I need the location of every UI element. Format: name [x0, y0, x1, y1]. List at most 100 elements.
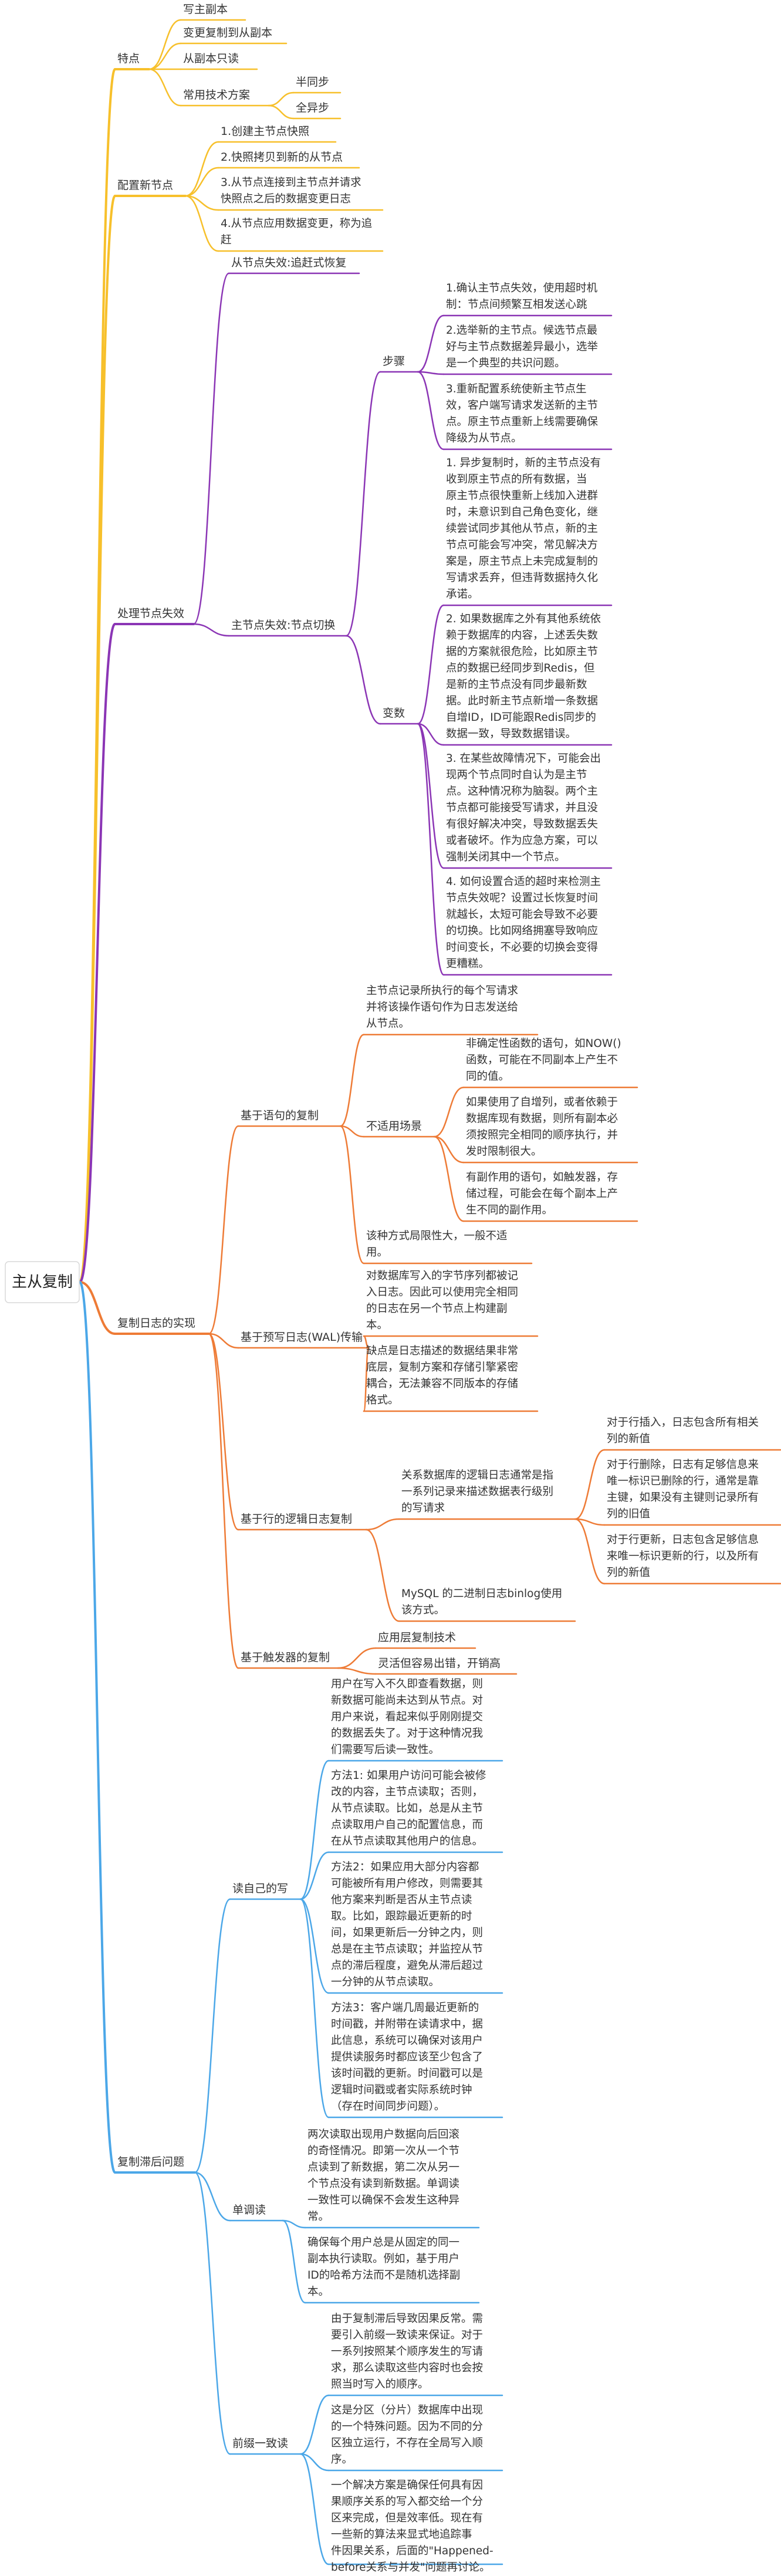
connector-v2 — [417, 723, 445, 746]
node-bs1[interactable]: 非确定性函数的语句，如NOW() 函数，可能在不同副本上产生不 同的值。 — [466, 1038, 621, 1083]
root-node-box — [5, 1261, 80, 1303]
connector-v1 — [417, 604, 445, 725]
node-t-changyong[interactable]: 常用技术方案 — [183, 89, 251, 101]
node-hang-mysql[interactable]: MySQL 的二进制日志binlog使用 该方式。 — [401, 1588, 563, 1616]
connector-bs2 — [433, 1136, 465, 1164]
node-t-congfuben[interactable]: 从副本只读 — [183, 52, 239, 65]
node-duzi[interactable]: 读自己的写 — [232, 1882, 289, 1895]
connector-yj_bushiyong — [339, 1125, 365, 1138]
connector-buzhou — [345, 371, 381, 637]
connector-p4 — [184, 195, 219, 252]
node-root[interactable]: 主从复制 — [11, 1273, 73, 1291]
node-t-quanyibu[interactable]: 全异步 — [296, 101, 330, 114]
node-v3[interactable]: 3. 在某些故障情况下，可能会出 现两个节点同时自认为是主节 点。这种情况称为脑… — [446, 753, 601, 863]
node-dd-fix[interactable]: 确保每个用户总是从固定的同一 副本执行读取。例如，基于用户 ID的哈希方法而不是… — [307, 2236, 461, 2298]
connector-c_cong — [192, 272, 230, 625]
node-p4[interactable]: 4.从节点应用数据变更，称为追 赶 — [221, 218, 373, 246]
node-hang-desc[interactable]: 关系数据库的逻辑日志通常是指 一系列记录来描述数据表行级别 的写请求 — [401, 1469, 554, 1514]
node-chuli[interactable]: 处理节点失效 — [117, 607, 185, 620]
node-dd-desc[interactable]: 两次读取出现用户数据向后回滚 的奇怪情况。即第一次从一个节 点读到了新数据，第二… — [307, 2128, 460, 2223]
node-v4[interactable]: 4. 如何设置合适的超时来检测主 节点失效呢？设置过长恢复时间 就越长，太短可能… — [446, 876, 601, 970]
connector-qz_desc — [299, 2394, 330, 2455]
connector-dandiao — [194, 2171, 231, 2222]
connector-v3 — [417, 723, 445, 869]
node-bianshu[interactable]: 变数 — [383, 707, 405, 720]
node-t-xiezhuben[interactable]: 写主副本 — [183, 3, 228, 16]
connector-dz3 — [299, 1898, 330, 2119]
connector-hang — [208, 1333, 239, 1531]
connector-hang1 — [574, 1449, 606, 1520]
connector-hang2 — [574, 1518, 606, 1526]
connector-dd_desc — [282, 2219, 306, 2229]
node-qz2[interactable]: 一个解决方案是确保任何具有因 果顺序关系的写入都交给一个分 区来完成，但是效率低… — [331, 2479, 493, 2574]
node-v1[interactable]: 1. 异步复制时，新的主节点没有 收到原主节点的所有数据，当 原主节点很快重新上… — [446, 457, 601, 601]
node-zhihou[interactable]: 复制滞后问题 — [117, 2155, 185, 2168]
node-v2[interactable]: 2. 如果数据库之外有其他系统依 赖于数据库的内容，上述丢失数 据的方案就很危险… — [446, 613, 601, 740]
node-b3[interactable]: 3.重新配置系统使新主节点生 效，客户端写请求发送新的主节 点。原主节点重新上线… — [446, 383, 599, 445]
node-c-cong[interactable]: 从节点失效:追赶式恢复 — [231, 256, 347, 269]
node-bs3[interactable]: 有副作用的语句，如触发器，存 储过程，可能会在每个副本上产 生不同的副作用。 — [466, 1171, 618, 1216]
connector-b3 — [417, 371, 445, 450]
connector-hang_mysql — [365, 1528, 400, 1622]
connector-bianshu — [345, 635, 381, 725]
connector-cf1 — [337, 1647, 377, 1669]
connector-qz2 — [299, 2453, 330, 2565]
node-wal1[interactable]: 对数据库写入的字节序列都被记 入日志。因此可以使用完全相同 的日志在另一个节点上… — [366, 1270, 519, 1331]
node-chufa[interactable]: 基于触发器的复制 — [241, 1651, 330, 1664]
connector-chuli — [79, 623, 116, 1283]
connector-b1 — [417, 314, 445, 373]
node-cf2[interactable]: 灵活但容易出错，开销高 — [378, 1657, 501, 1670]
node-wal[interactable]: 基于预写日志(WAL)传输 — [241, 1331, 363, 1344]
node-t-bantongbu[interactable]: 半同步 — [296, 76, 330, 89]
connector-p3 — [184, 195, 219, 211]
node-p2[interactable]: 2.快照拷贝到新的从节点 — [221, 151, 343, 164]
node-tedian[interactable]: 特点 — [117, 52, 140, 65]
connector-t_xiezhuben — [148, 19, 182, 70]
node-b1[interactable]: 1.确认主节点失效，使用超时机 制：节点间频繁互相发送心跳 — [446, 282, 598, 311]
connector-yuju — [208, 1125, 239, 1335]
connector-hang_desc — [365, 1518, 400, 1531]
connector-dz2 — [299, 1898, 330, 1994]
connector-qianzhui — [194, 2171, 231, 2455]
node-yj-jushan[interactable]: 该种方式局限性大，一般不适 用。 — [366, 1230, 508, 1259]
connector-bs1 — [433, 1086, 465, 1138]
node-dz2[interactable]: 方法2：如果应用大部分内容都 可能被所有用户修改，则需要其 他方案来判断是否从主… — [331, 1861, 484, 1988]
connector-hang3 — [574, 1518, 606, 1585]
node-yuju[interactable]: 基于语句的复制 — [241, 1109, 319, 1122]
node-hang1[interactable]: 对于行插入，日志包含所有相关 列的新值 — [607, 1416, 759, 1445]
connector-b2 — [417, 371, 445, 375]
node-qz1[interactable]: 这是分区（分片）数据库中出现 的一个特殊问题。因为不同的分 区独立运行，不存在全… — [331, 2404, 484, 2466]
connector-c_zhu — [192, 623, 230, 637]
node-qz-desc[interactable]: 由于复制滞后导致因果反常。需 要引入前缀一致读来保证。对于 一系列按照某个顺序发… — [331, 2313, 484, 2391]
node-peizhi[interactable]: 配置新节点 — [117, 179, 174, 192]
connector-yj_desc — [339, 1033, 365, 1127]
node-dz3[interactable]: 方法3：客户端几周最近更新的 时间戳，并附带在读请求中，据 此信息，系统可以确保… — [331, 2002, 484, 2113]
node-hang[interactable]: 基于行的逻辑日志复制 — [241, 1513, 353, 1526]
node-dz1[interactable]: 方法1: 如果用户访问可能会被修 改的内容，主节点读取；否则， 从节点读取。比如… — [331, 1770, 486, 1848]
connector-dz_desc — [299, 1760, 330, 1900]
connector-cf2 — [337, 1667, 377, 1675]
node-b2[interactable]: 2.选举新的主节点。候选节点最 好与主节点数据差异最小，选举 是一个典型的共识问… — [446, 324, 599, 370]
connector-chufa — [208, 1333, 239, 1669]
node-wal2[interactable]: 缺点是日志描述的数据结果非常 底层，复制方案和存储引擎紧密 耦合，无法兼容不同版… — [366, 1345, 519, 1406]
node-hang3[interactable]: 对于行更新，日志包含足够信息 来唯一标识更新的行，以及所有 列的新值 — [607, 1534, 759, 1579]
node-c-zhu[interactable]: 主节点失效:节点切换 — [231, 619, 336, 632]
connector-qz1 — [299, 2453, 330, 2472]
node-cf1[interactable]: 应用层复制技术 — [378, 1631, 457, 1644]
node-yj-desc[interactable]: 主节点记录所执行的每个写请求 并将该操作语句作为日志发送给 从节点。 — [366, 985, 519, 1030]
node-hang2[interactable]: 对于行删除，日志有足够信息来 唯一标识已删除的行，通常是靠 主键，如果没有主键则… — [607, 1459, 759, 1520]
connector-dz1 — [299, 1851, 330, 1900]
node-t-biangeng[interactable]: 变更复制到从副本 — [183, 26, 273, 39]
node-rizhi[interactable]: 复制日志的实现 — [117, 1317, 196, 1330]
connector-wal — [208, 1333, 239, 1349]
node-qianzhui[interactable]: 前缀一致读 — [232, 2437, 289, 2450]
connector-t_changyong — [148, 68, 182, 107]
node-bs2[interactable]: 如果使用了自增列，或者依赖于 数据库现有数据，则所有副本必 须按照完全相同的顺序… — [466, 1096, 618, 1158]
node-p3[interactable]: 3.从节点连接到主节点并请求 快照点之后的数据变更日志 — [221, 177, 361, 205]
node-yj-bushiyong[interactable]: 不适用场景 — [366, 1120, 422, 1133]
node-buzhou[interactable]: 步骤 — [383, 355, 405, 368]
node-dz-desc[interactable]: 用户在写入不久即查看数据，则 新数据可能尚未达到从节点。对 用户来说，看起来似乎… — [331, 1678, 484, 1756]
node-dandiao[interactable]: 单调读 — [232, 2204, 266, 2216]
node-p1[interactable]: 1.创建主节点快照 — [221, 125, 310, 138]
